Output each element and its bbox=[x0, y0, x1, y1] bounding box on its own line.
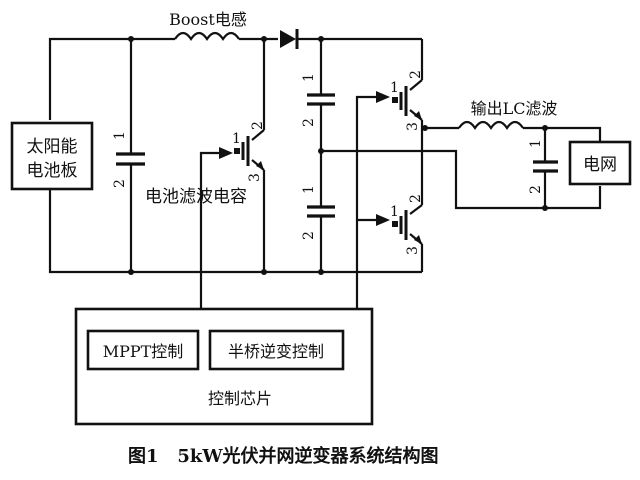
upper-igbt bbox=[392, 39, 424, 205]
battery-filter-cap-label: 电池滤波电容 bbox=[145, 187, 247, 207]
output-cap-pin-1: 1 bbox=[528, 139, 544, 148]
solar-panel-label-2: 电池板 bbox=[27, 161, 78, 181]
junction-dot bbox=[261, 36, 267, 42]
boost-igbt-pin-2: 2 bbox=[250, 121, 266, 130]
solar-panel-label-1: 太阳能 bbox=[27, 137, 78, 157]
lower-igbt-pin-2: 2 bbox=[408, 194, 424, 203]
output-inductor bbox=[458, 120, 524, 130]
junction-dot bbox=[128, 269, 134, 275]
control-chip-label: 控制芯片 bbox=[208, 389, 272, 408]
lower-igbt-pin-1: 1 bbox=[390, 204, 399, 220]
dclink-cap-lower-pin-1: 1 bbox=[301, 185, 317, 194]
mppt-control-box bbox=[86, 329, 200, 371]
wire-midpoint-return bbox=[321, 149, 602, 210]
arrow-lower-gate bbox=[376, 214, 390, 226]
wire-panel-bottom bbox=[48, 190, 422, 274]
solar-panel-box bbox=[10, 121, 94, 191]
input-cap-pin-1: 1 bbox=[112, 131, 128, 140]
output-lc-filter-label: 输出LC滤波 bbox=[471, 99, 558, 118]
boost-igbt bbox=[234, 39, 266, 272]
junction-dot bbox=[128, 36, 134, 42]
junction-dot bbox=[261, 269, 267, 275]
half-bridge-control-box bbox=[208, 329, 345, 371]
wire-panel-top bbox=[48, 37, 175, 120]
upper-igbt-pin-2: 2 bbox=[408, 70, 424, 79]
lower-igbt bbox=[392, 204, 424, 272]
boost-igbt-pin-3: 3 bbox=[247, 173, 263, 182]
dclink-cap-lower-pin-2: 2 bbox=[301, 231, 317, 240]
boost-inductor bbox=[174, 31, 240, 41]
half-bridge-control-label: 半桥逆变控制 bbox=[228, 342, 324, 361]
arrow-boost-gate bbox=[219, 147, 233, 159]
figure-caption: 图1 5kW光伏并网逆变器系统结构图 bbox=[128, 445, 439, 467]
input-cap-pin-2: 2 bbox=[112, 179, 128, 188]
arrow-upper-gate bbox=[376, 91, 390, 103]
dclink-cap-upper-pin-2: 2 bbox=[301, 118, 317, 127]
junction-dot bbox=[318, 269, 324, 275]
wire-to-grid bbox=[523, 126, 602, 142]
upper-igbt-pin-1: 1 bbox=[390, 80, 399, 96]
upper-igbt-pin-3: 3 bbox=[405, 122, 421, 131]
grid-box bbox=[568, 140, 632, 186]
mppt-control-label: MPPT控制 bbox=[103, 342, 184, 361]
boost-inductor-label: Boost电感 bbox=[169, 10, 247, 29]
grid-label: 电网 bbox=[583, 155, 617, 175]
boost-igbt-pin-1: 1 bbox=[232, 131, 241, 147]
diode bbox=[280, 29, 299, 49]
junction-dot bbox=[318, 36, 324, 42]
lower-igbt-pin-3: 3 bbox=[405, 246, 421, 255]
dclink-cap-upper-pin-1: 1 bbox=[301, 73, 317, 82]
output-cap-pin-2: 2 bbox=[528, 185, 544, 194]
junction-dot bbox=[542, 205, 548, 211]
